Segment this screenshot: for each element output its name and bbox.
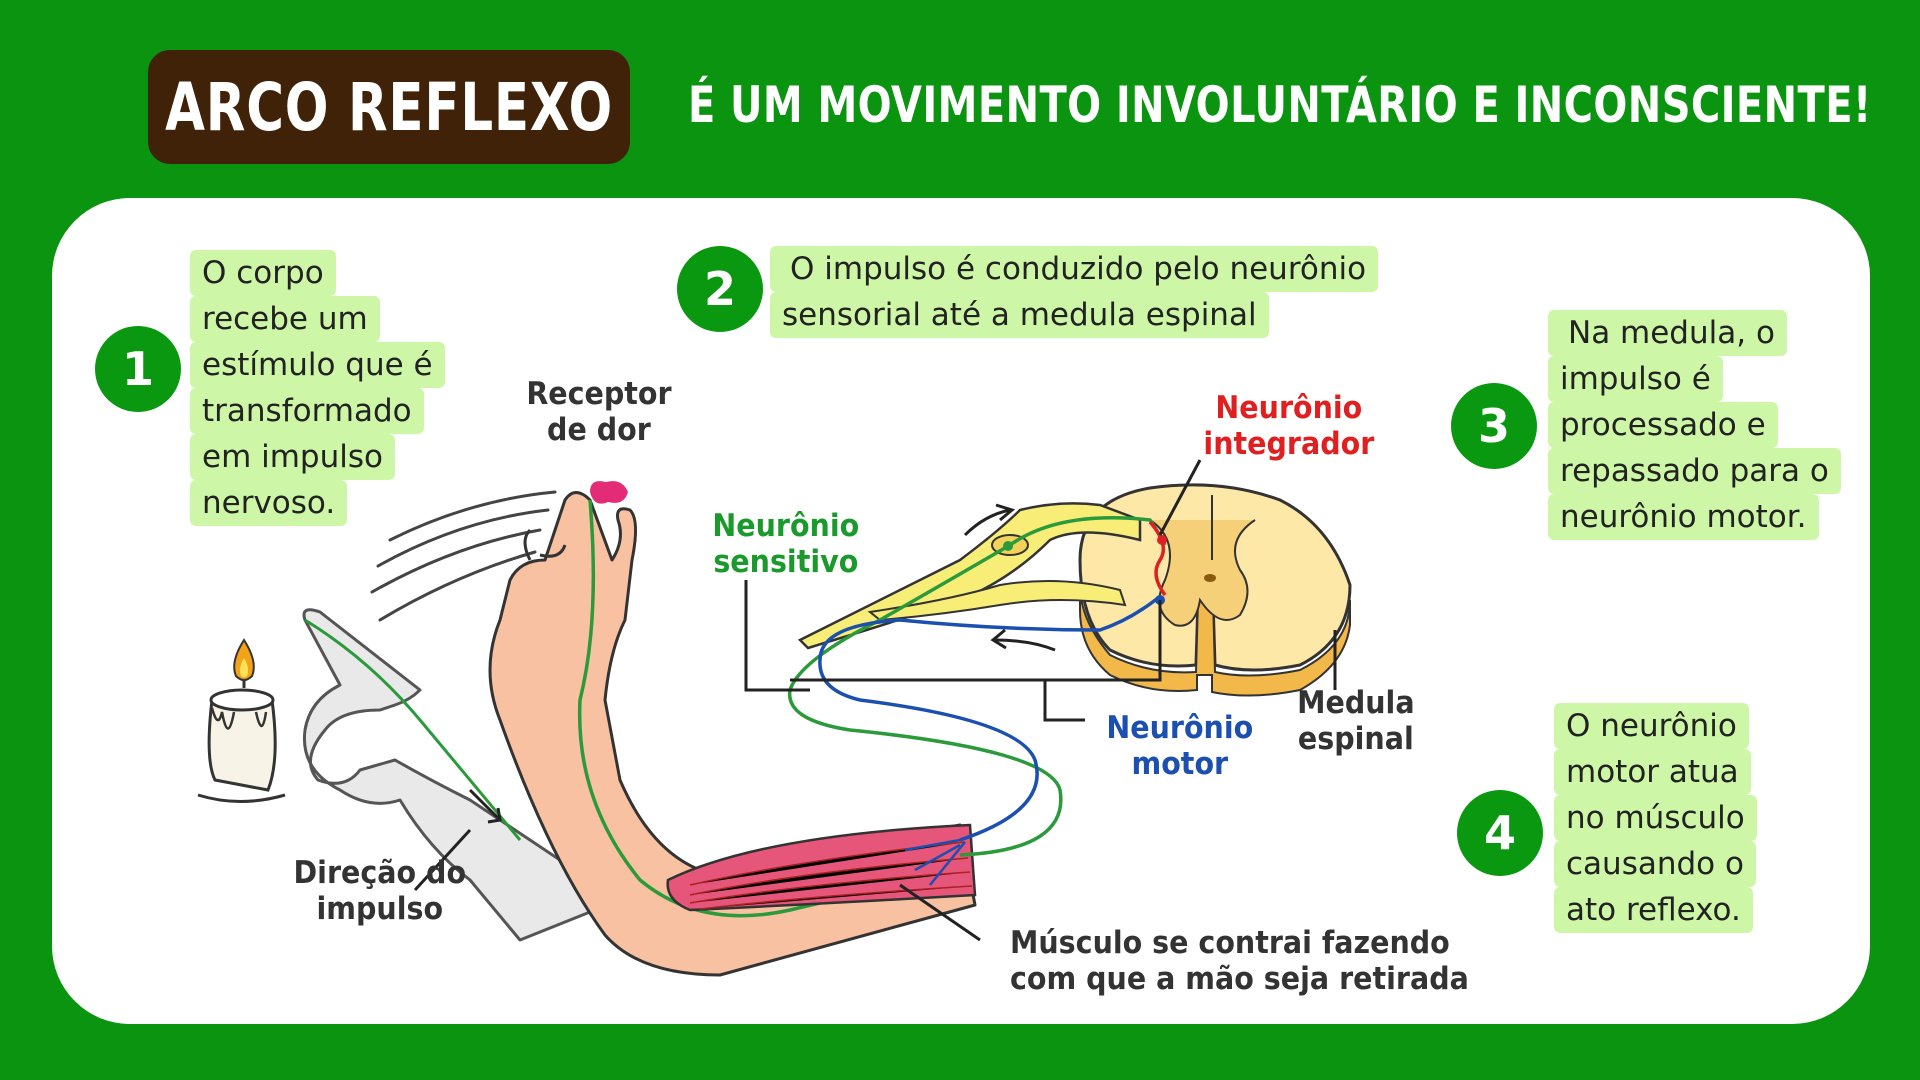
label-line: Neurônio: [1215, 390, 1363, 426]
note-line: causando o: [1554, 841, 1756, 887]
note-line: O impulso é conduzido pelo neurônio: [770, 246, 1379, 292]
ghost-arm-illustration: [302, 608, 622, 942]
label-line: Receptor: [526, 376, 672, 412]
label-line: Neurônio: [1106, 710, 1254, 746]
note-line: repassado para o: [1548, 448, 1841, 494]
label-line: Direção do: [293, 855, 467, 891]
leader-lines: [413, 459, 1337, 942]
label-line: sensitivo: [713, 544, 859, 580]
motion-lines: [370, 490, 557, 622]
note-line: transformado: [190, 388, 424, 434]
note-line: nervoso.: [190, 480, 348, 526]
label-line: Músculo se contrai fazendo: [1010, 925, 1450, 961]
step-1-badge: 1: [95, 326, 181, 412]
note-line: em impulso: [190, 434, 395, 480]
note-line: motor atua: [1554, 749, 1751, 795]
label-sensory-neuron: Neurônio sensitivo: [712, 508, 859, 580]
label-line: com que a mão seja retirada: [1010, 961, 1469, 997]
step-2-note: O impulso é conduzido pelo neurônio sens…: [770, 246, 1379, 338]
step-3-note: Na medula, o impulso é processado e repa…: [1548, 310, 1841, 540]
note-line: O neurônio: [1554, 703, 1749, 749]
label-muscle: Músculo se contrai fazendo com que a mão…: [1010, 925, 1469, 997]
label-line: impulso: [316, 891, 444, 927]
note-line: sensorial até a medula espinal: [770, 292, 1269, 338]
label-line: motor: [1131, 746, 1229, 782]
spinal-cord-illustration: [1078, 483, 1352, 697]
note-line: estímulo que é: [190, 342, 445, 388]
step-1-note: O corpo recebe um estímulo que é transfo…: [190, 250, 445, 526]
note-line: recebe um: [190, 296, 380, 342]
note-line: no músculo: [1554, 795, 1757, 841]
note-line: neurônio motor.: [1548, 494, 1819, 540]
label-line: Neurônio: [712, 508, 860, 544]
step-4-note: O neurônio motor atua no músculo causand…: [1554, 703, 1757, 933]
note-line: impulso é: [1548, 356, 1723, 402]
integrator-neuron-path: [1148, 520, 1167, 597]
step-3-badge: 3: [1451, 383, 1537, 469]
title-box: ARCO REFLEXO: [148, 50, 630, 164]
note-line: processado e: [1548, 402, 1778, 448]
candle-illustration: [197, 638, 286, 803]
muscle-illustration: [666, 823, 977, 912]
label-spinal-cord: Medula espinal: [1297, 685, 1414, 757]
label-line: de dor: [547, 412, 651, 448]
label-receptor: Receptor de dor: [526, 376, 671, 448]
label-line: Medula: [1297, 685, 1415, 721]
note-line: Na medula, o: [1548, 310, 1787, 356]
label-line: integrador: [1203, 426, 1375, 462]
label-integrator-neuron: Neurônio integrador: [1203, 390, 1374, 462]
direction-arrows: [963, 503, 1056, 652]
label-impulse-direction: Direção do impulso: [294, 855, 467, 927]
label-motor-neuron: Neurônio motor: [1106, 710, 1253, 782]
pain-receptor-icon: [590, 481, 628, 504]
step-2-badge: 2: [677, 246, 763, 332]
step-4-badge: 4: [1457, 790, 1543, 876]
label-line: espinal: [1297, 721, 1414, 757]
page-title: ARCO REFLEXO: [165, 68, 613, 146]
motor-neuron-path: [818, 596, 1160, 842]
note-line: ato reflexo.: [1554, 887, 1753, 933]
note-line: O corpo: [190, 250, 336, 296]
